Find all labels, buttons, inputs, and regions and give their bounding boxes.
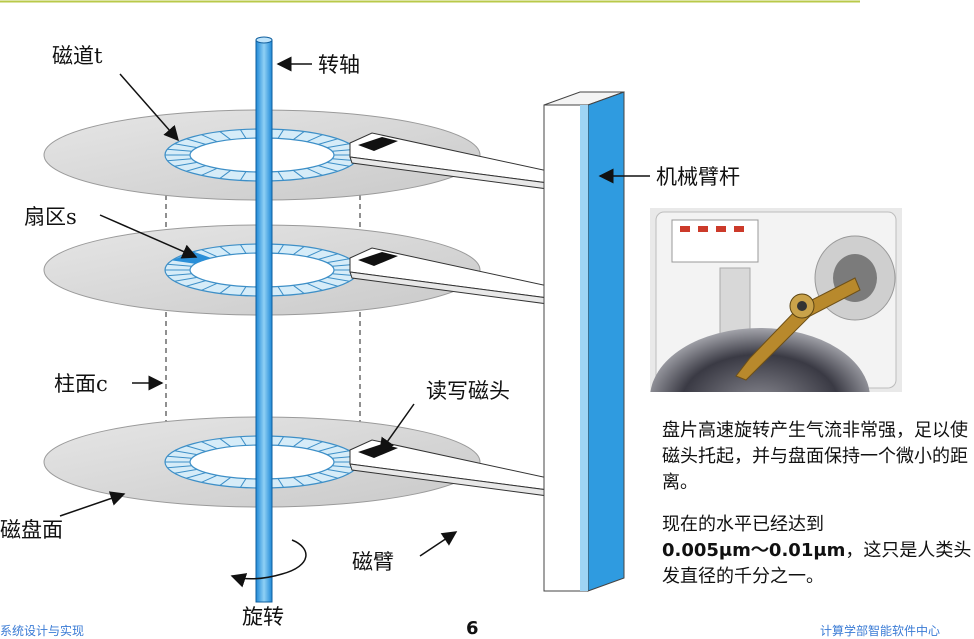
cylinder-label: 柱面c: [54, 372, 108, 396]
explanation-paragraph-1: 盘片高速旋转产生气流非常强，足以使磁头托起，并与盘面保持一个微小的距离。: [662, 420, 968, 493]
spindle-shaft: [255, 39, 273, 603]
para2-value: 0.005μm～0.01μm: [662, 540, 846, 561]
actuator-column: [543, 91, 625, 592]
sector-pointer: [99, 214, 198, 259]
disk-arm-label: 磁臂: [352, 550, 394, 574]
footer-right: 计算学部智能软件中心: [820, 624, 941, 638]
rotation-label: 旋转: [242, 605, 284, 629]
hard-drive-photo: [650, 208, 902, 392]
rw-head-2: [358, 252, 398, 266]
actuator-label: 机械臂杆: [656, 165, 740, 189]
disk-arm-2: [349, 247, 549, 305]
rw-head-1: [358, 137, 398, 151]
track-label: 磁道t: [52, 44, 103, 68]
page-number: 6: [466, 618, 479, 639]
spindle-label: 转轴: [318, 53, 360, 77]
explanation-paragraph-2: 现在的水平已经达到 0.005μm～0.01μm，这只是人类头发直径的千分之一。: [662, 512, 974, 590]
rw-head-label: 读写磁头: [426, 379, 510, 403]
surface-pointer: [59, 491, 126, 517]
para2-line1: 现在的水平已经达到: [662, 514, 824, 535]
disk-arm-pointer: [419, 531, 458, 557]
surface-label: 磁盘面: [0, 518, 63, 542]
sector-label: 扇区s: [24, 205, 77, 229]
para2-rest: ，这只是人类头发直径的千分之一。: [662, 540, 972, 587]
rw-head-pointer: [379, 403, 415, 454]
rotation-arrow-icon: [230, 539, 307, 588]
spindle-top: [255, 36, 273, 44]
track-pointer: [119, 73, 179, 142]
footer-left: 系统设计与实现: [0, 624, 85, 638]
